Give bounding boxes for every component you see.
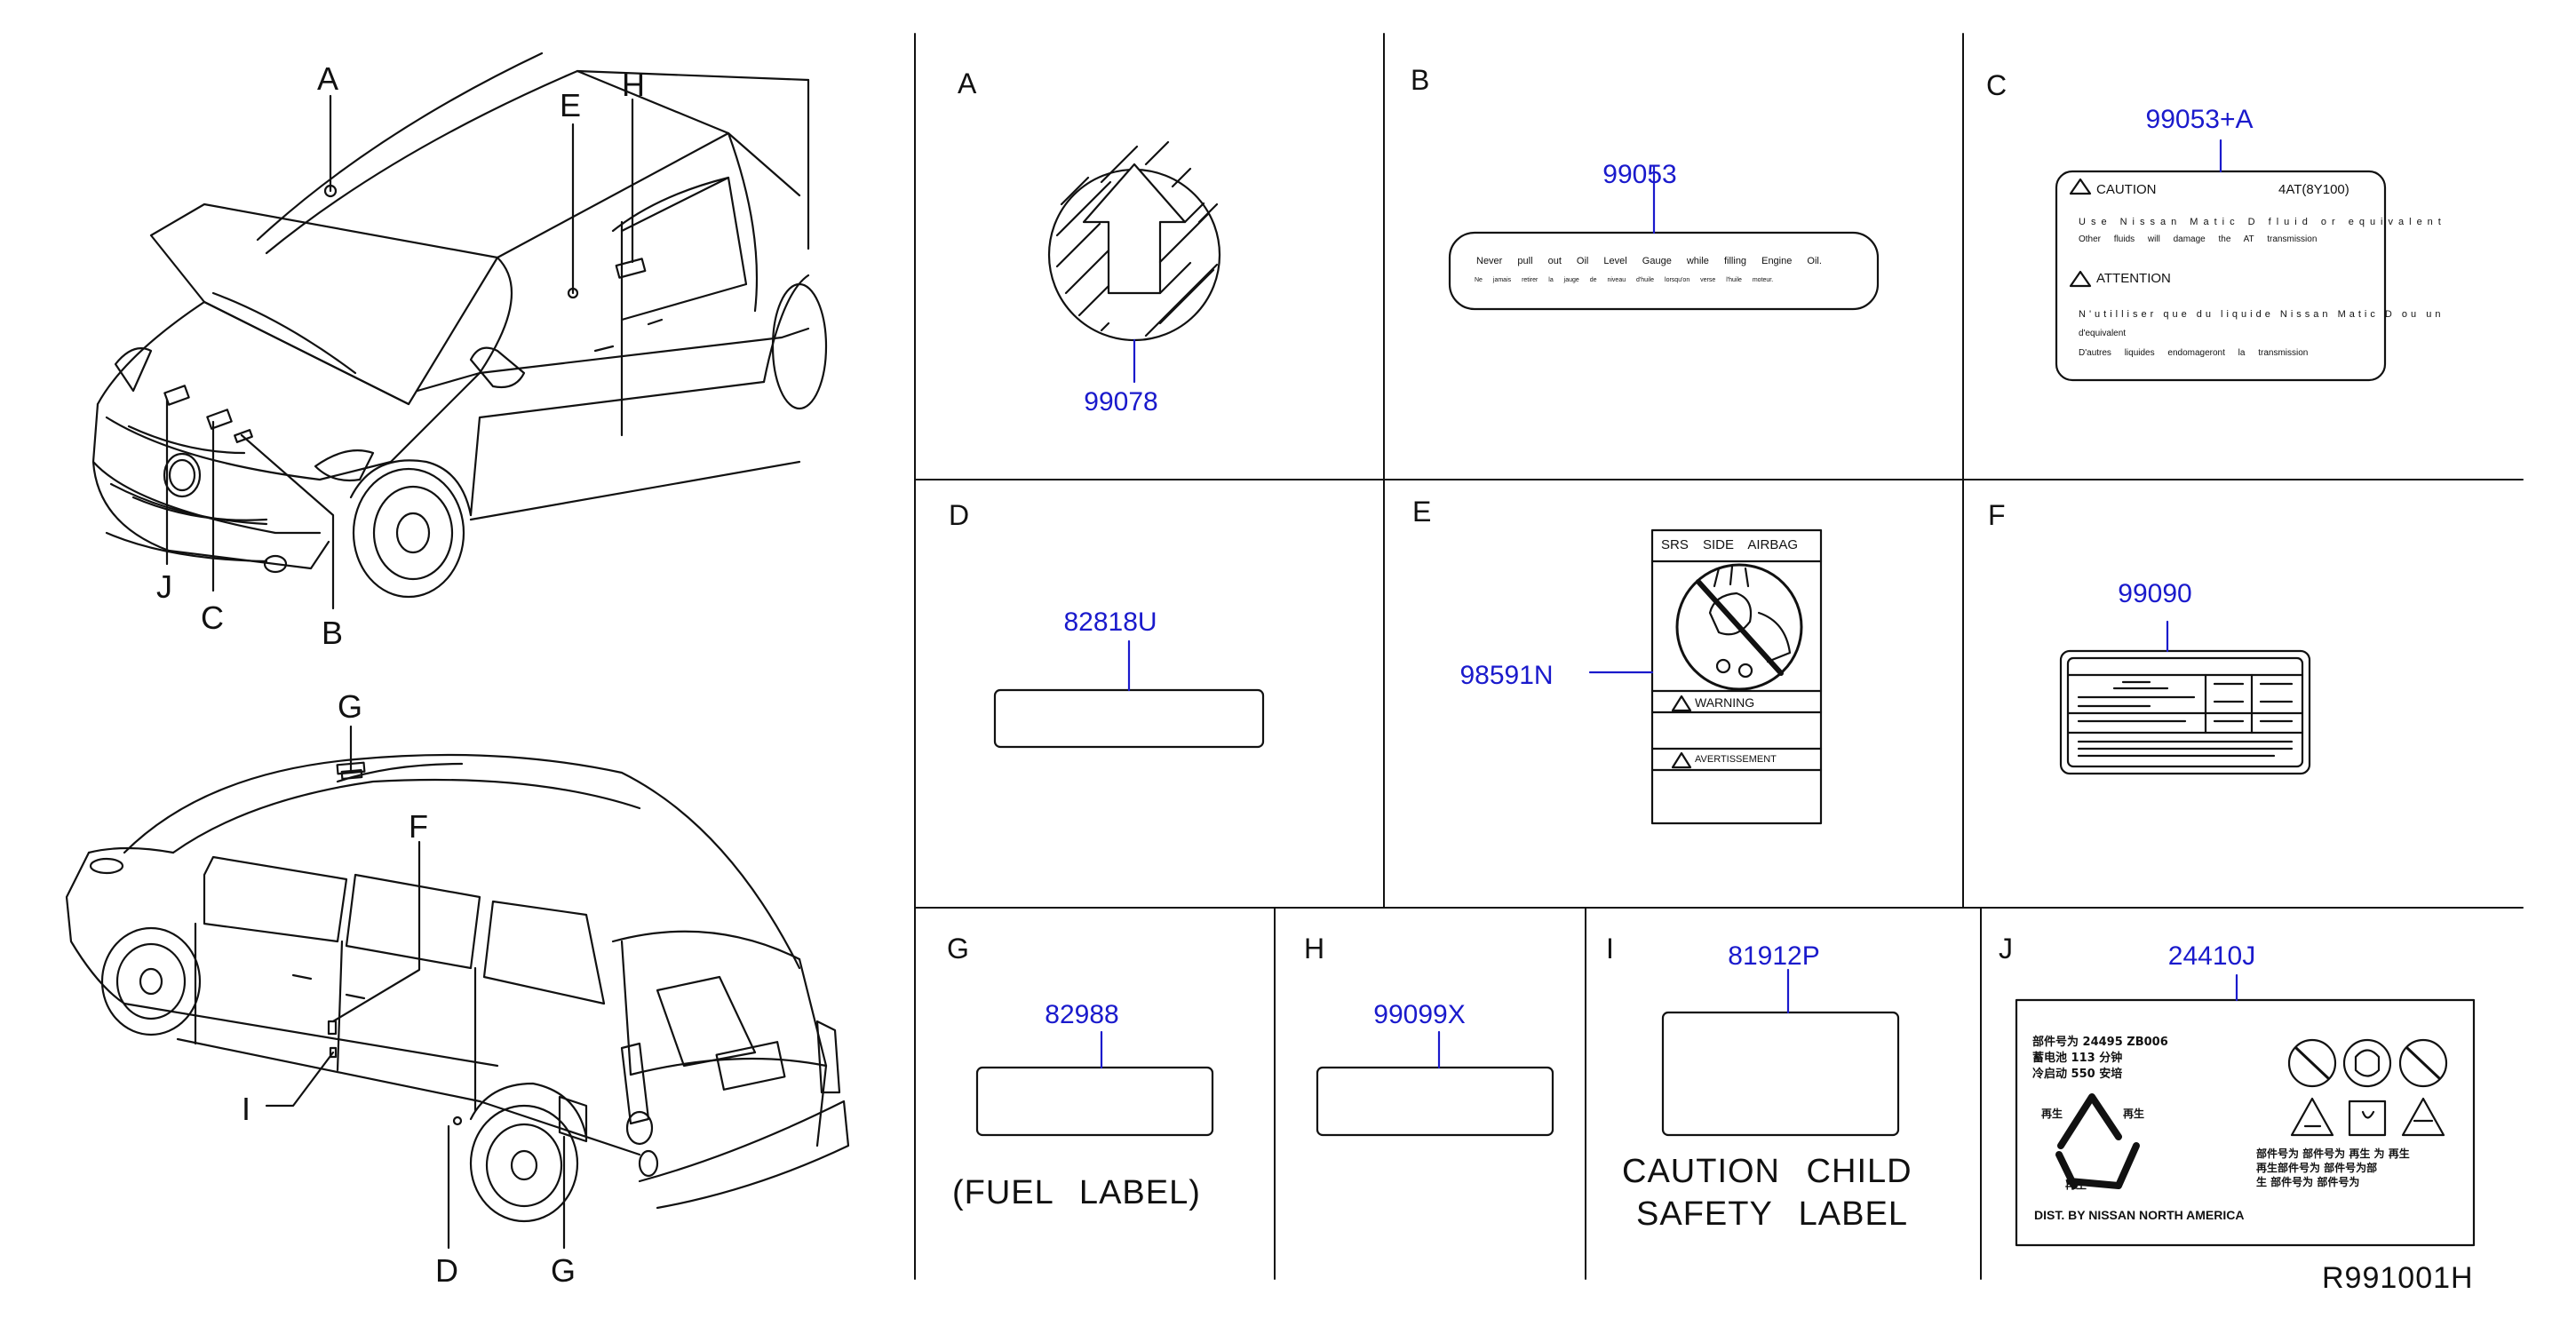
panel-b-french-text: Ne jamais retirer la jauge de niveau d'h… (1475, 277, 1774, 283)
panel-j-part-number: 24410J (2167, 941, 2256, 971)
panel-j-letter: J (1999, 933, 2013, 965)
panel-b-letter: B (1411, 64, 1430, 96)
label-h-outline (1316, 1066, 1554, 1137)
panel-c-part-number: 99053+A (2145, 105, 2254, 134)
label-f-info-grid (2059, 620, 2311, 775)
panel-c-line3: N'utilliser que du liquide Nissan Matic … (2079, 309, 2445, 320)
panel-i-caption-line2: SAFETY LABEL (1636, 1195, 1908, 1233)
panel-j-recycle-label3: 再生 (2065, 1179, 2087, 1191)
panel-e-header: SRS SIDE AIRBAG (1661, 537, 1799, 552)
label-a-arrow-disc (1047, 140, 1221, 384)
panel-j-text-line5: 再生部件号为 部件号为部 (2256, 1162, 2378, 1174)
panel-g-letter: G (947, 933, 969, 965)
panel-a-part-number: 99078 (1084, 387, 1158, 417)
callout-g-rear: G (551, 1252, 576, 1289)
callout-b-front: B (322, 615, 344, 651)
panel-c-line1: Use Nissan Matic D fluid or equivalent (2079, 217, 2446, 227)
panel-j-text-line6: 生 部件号为 部件号为 (2256, 1176, 2360, 1188)
panel-j-text-line3: 冷启动 550 安培 (2032, 1068, 2123, 1081)
panel-grid (914, 33, 2524, 1280)
label-d-outline (993, 688, 1265, 749)
callout-i-rear: I (242, 1091, 251, 1127)
panel-g-part-number: 82988 (1045, 1000, 1119, 1029)
callout-c-front: C (201, 599, 225, 636)
panel-d-letter: D (949, 499, 970, 531)
panel-f-letter: F (1988, 499, 2006, 531)
panel-j-recycle-label2: 再生 (2123, 1108, 2145, 1120)
drawing-code: R991001H (2322, 1261, 2474, 1295)
panel-i-part-number: 81912P (1728, 941, 1820, 971)
panel-c-caution: CAUTION (2096, 182, 2157, 197)
label-e-srs (1588, 528, 1823, 825)
front-vehicle-illustration (91, 52, 828, 599)
panel-i-letter: I (1606, 933, 1614, 965)
label-g-outline (975, 1066, 1214, 1137)
callout-f-rear: F (409, 808, 429, 845)
panel-a-letter: A (958, 67, 977, 99)
panel-g-caption: (FUEL LABEL) (952, 1174, 1201, 1211)
callout-a-front: A (317, 60, 339, 97)
panel-h-part-number: 99099X (1373, 1000, 1466, 1029)
callout-j-front: J (156, 568, 173, 605)
callout-h-front: H (622, 67, 646, 103)
panel-i-caption-line1: CAUTION CHILD (1622, 1153, 1912, 1190)
panel-d-part-number: 82818U (1063, 607, 1157, 637)
panel-j-text-line1: 部件号为 24495 ZB006 (2032, 1036, 2168, 1049)
panel-c-line4: d'equivalent (2079, 329, 2127, 338)
panel-e-part-number: 98591N (1459, 661, 1554, 690)
panel-e-letter: E (1412, 496, 1432, 528)
panel-j-text-line4: 部件号为 部件号为 再生 为 再生 (2256, 1147, 2410, 1160)
panel-c-line2: Other fluids will damage the AT transmis… (2079, 234, 2318, 244)
panel-c-model: 4AT(8Y100) (2278, 182, 2349, 197)
panel-f-part-number: 99090 (2118, 579, 2192, 608)
callout-e-front: E (560, 87, 582, 123)
callout-d-rear: D (435, 1252, 459, 1289)
panel-c-letter: C (1986, 69, 2008, 101)
panel-b-part-number: 99053 (1602, 160, 1677, 189)
panel-j-distributor: DIST. BY NISSAN NORTH AMERICA (2034, 1208, 2245, 1222)
panel-c-attention: ATTENTION (2096, 271, 2171, 286)
label-j-battery (2015, 973, 2476, 1247)
panel-e-warning: WARNING (1695, 695, 1755, 710)
panel-j-text-line2: 蓄电池 113 分钟 (2032, 1052, 2123, 1065)
rear-vehicle-illustration (65, 753, 850, 1223)
panel-c-line5: D'autres liquides endomageront la transm… (2079, 348, 2309, 358)
panel-e-avertissement: AVERTISSEMENT (1695, 754, 1777, 765)
panel-h-letter: H (1304, 933, 1325, 965)
callout-g-roof: G (338, 688, 363, 725)
panel-j-recycle-label1: 再生 (2041, 1108, 2063, 1120)
panel-b-english-text: Never pull out Oil Level Gauge while fil… (1476, 256, 1822, 266)
label-b-outline (1448, 231, 1880, 311)
label-i-outline (1661, 1011, 1900, 1137)
